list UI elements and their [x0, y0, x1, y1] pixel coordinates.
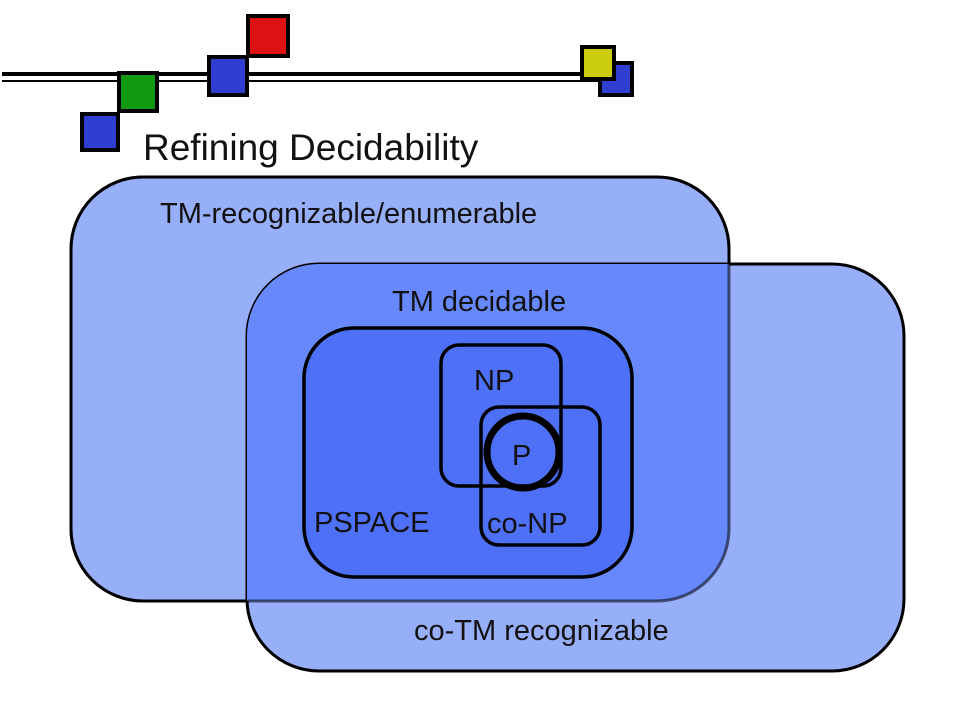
pspace-region	[302, 326, 634, 579]
p-region	[483, 412, 563, 492]
p-label: P	[512, 440, 531, 472]
tm-recognizable-outline	[69, 175, 731, 603]
deco-square-yellow	[580, 45, 616, 81]
conp-region	[479, 405, 602, 547]
deco-square-green	[117, 71, 159, 113]
slide-title: Refining Decidability	[143, 127, 479, 168]
deco-square-blue-mid	[207, 55, 249, 97]
conp-label: co-NP	[487, 508, 568, 540]
header-rule-line	[2, 72, 632, 76]
np-region	[439, 343, 563, 488]
header-decoration	[2, 14, 634, 152]
tm-recognizable-label: TM-recognizable/enumerable	[160, 198, 537, 230]
pspace-label: PSPACE	[314, 507, 430, 539]
deco-square-red	[246, 14, 290, 58]
co-tm-recognizable-label: co-TM recognizable	[414, 615, 669, 647]
tm-decidable-label: TM decidable	[392, 286, 566, 318]
header-rule-line-shadow	[2, 80, 632, 82]
deco-square-blue-left	[80, 112, 120, 152]
np-label: NP	[474, 365, 514, 397]
